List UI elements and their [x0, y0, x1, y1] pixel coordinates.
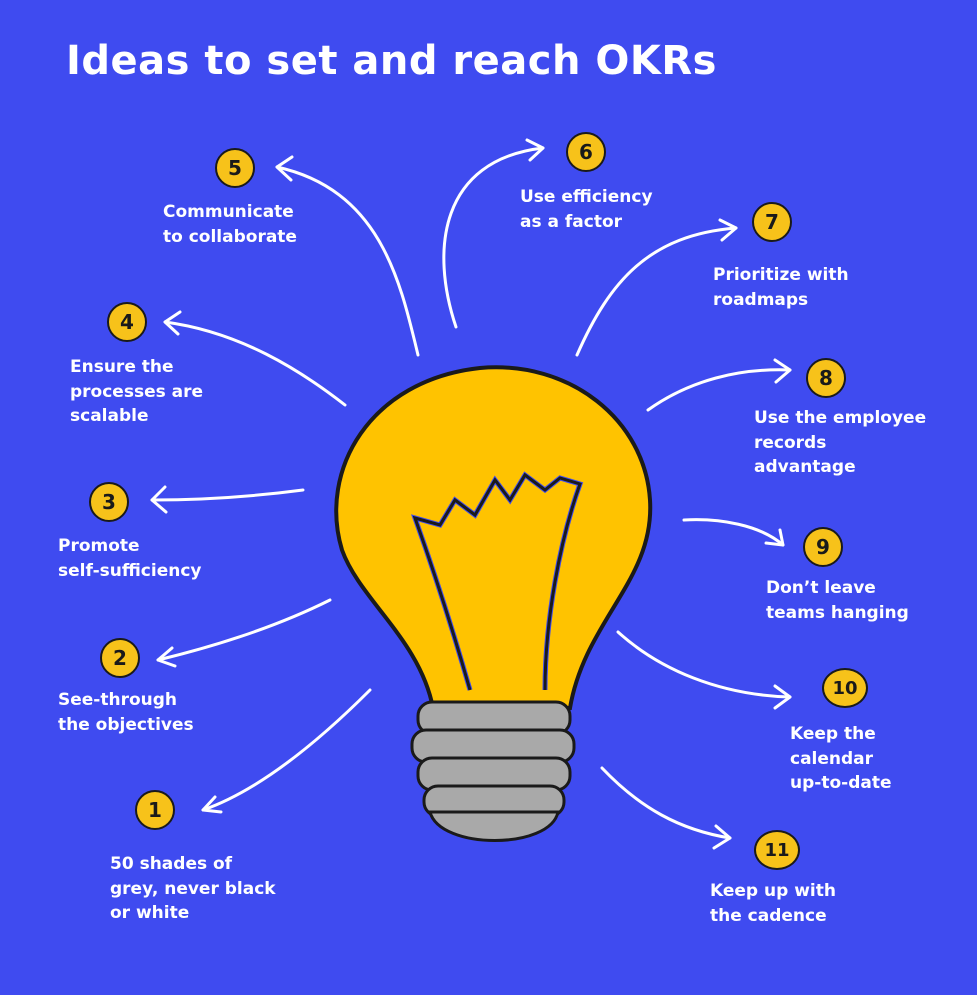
- idea-number-badge: 1: [135, 790, 175, 830]
- idea-number-badge: 6: [566, 132, 606, 172]
- idea-number-badge: 3: [89, 482, 129, 522]
- idea-number-badge: 7: [752, 202, 792, 242]
- idea-label: Communicate to collaborate: [163, 202, 297, 247]
- idea-label: See-through the objectives: [58, 690, 194, 735]
- idea-number-badge: 10: [822, 668, 868, 708]
- idea-label: Promote self-sufficiency: [58, 536, 202, 581]
- lightbulb-icon: [334, 365, 653, 842]
- arrow-icon: [150, 138, 792, 850]
- idea-label: Ensure the processes are scalable: [70, 357, 204, 426]
- page-title: Ideas to set and reach OKRs: [66, 38, 717, 84]
- idea-number-badge: 9: [803, 527, 843, 567]
- idea-label: Use efficiency as a factor: [520, 187, 653, 232]
- idea-label: 50 shades of grey, never black or white: [110, 854, 276, 923]
- idea-label: Use the employee records advantage: [754, 408, 927, 477]
- idea-label: Don’t leave teams hanging: [766, 578, 909, 623]
- idea-number-badge: 2: [100, 638, 140, 678]
- idea-number-badge: 5: [215, 148, 255, 188]
- idea-number-badge: 11: [754, 830, 800, 870]
- idea-label: Keep up with the cadence: [710, 881, 836, 926]
- idea-label: Prioritize with roadmaps: [713, 265, 849, 310]
- idea-label: Keep the calendar up-to-date: [790, 724, 892, 793]
- idea-number-badge: 8: [806, 358, 846, 398]
- idea-number-badge: 4: [107, 302, 147, 342]
